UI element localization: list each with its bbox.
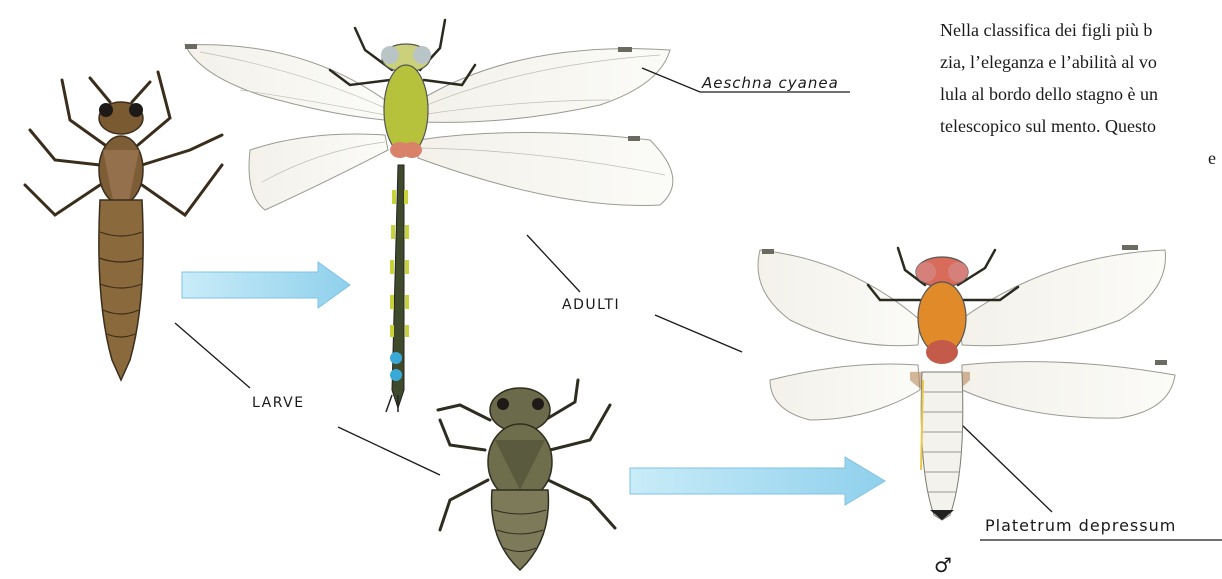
aeschna-larva [25, 72, 222, 380]
male-symbol: ♂ [934, 553, 952, 577]
body-text-line: Nella classifica dei figli più b [940, 14, 1222, 46]
label-aeschna-cyanea: Aeschna cyanea [702, 74, 839, 92]
pointer-adulti-top [527, 235, 580, 292]
pointer-larve-top [175, 323, 250, 388]
arrow-larva-to-adult-top [182, 262, 350, 308]
arrow-larva-to-adult-bottom [630, 457, 885, 505]
pointer-platetrum [962, 425, 1052, 512]
label-platetrum-depressum: Platetrum depressum [985, 516, 1176, 535]
body-text-line: telescopico sul mento. Questo [940, 110, 1222, 142]
body-text-line: e [940, 142, 1222, 174]
body-text-line: lula al bordo dello stagno è un [940, 78, 1222, 110]
pointer-adulti-right [655, 315, 742, 352]
label-larve: LARVE [252, 395, 305, 411]
platetrum-larva [438, 380, 615, 570]
body-text-line: zia, l’eleganza e l’abilità al vo [940, 46, 1222, 78]
aeschna-cyanea-adult [185, 20, 673, 412]
body-text-column: Nella classifica dei figli più b zia, l’… [940, 14, 1222, 174]
pointer-larve-bottom [338, 427, 440, 475]
label-adulti: ADULTI [562, 297, 620, 313]
